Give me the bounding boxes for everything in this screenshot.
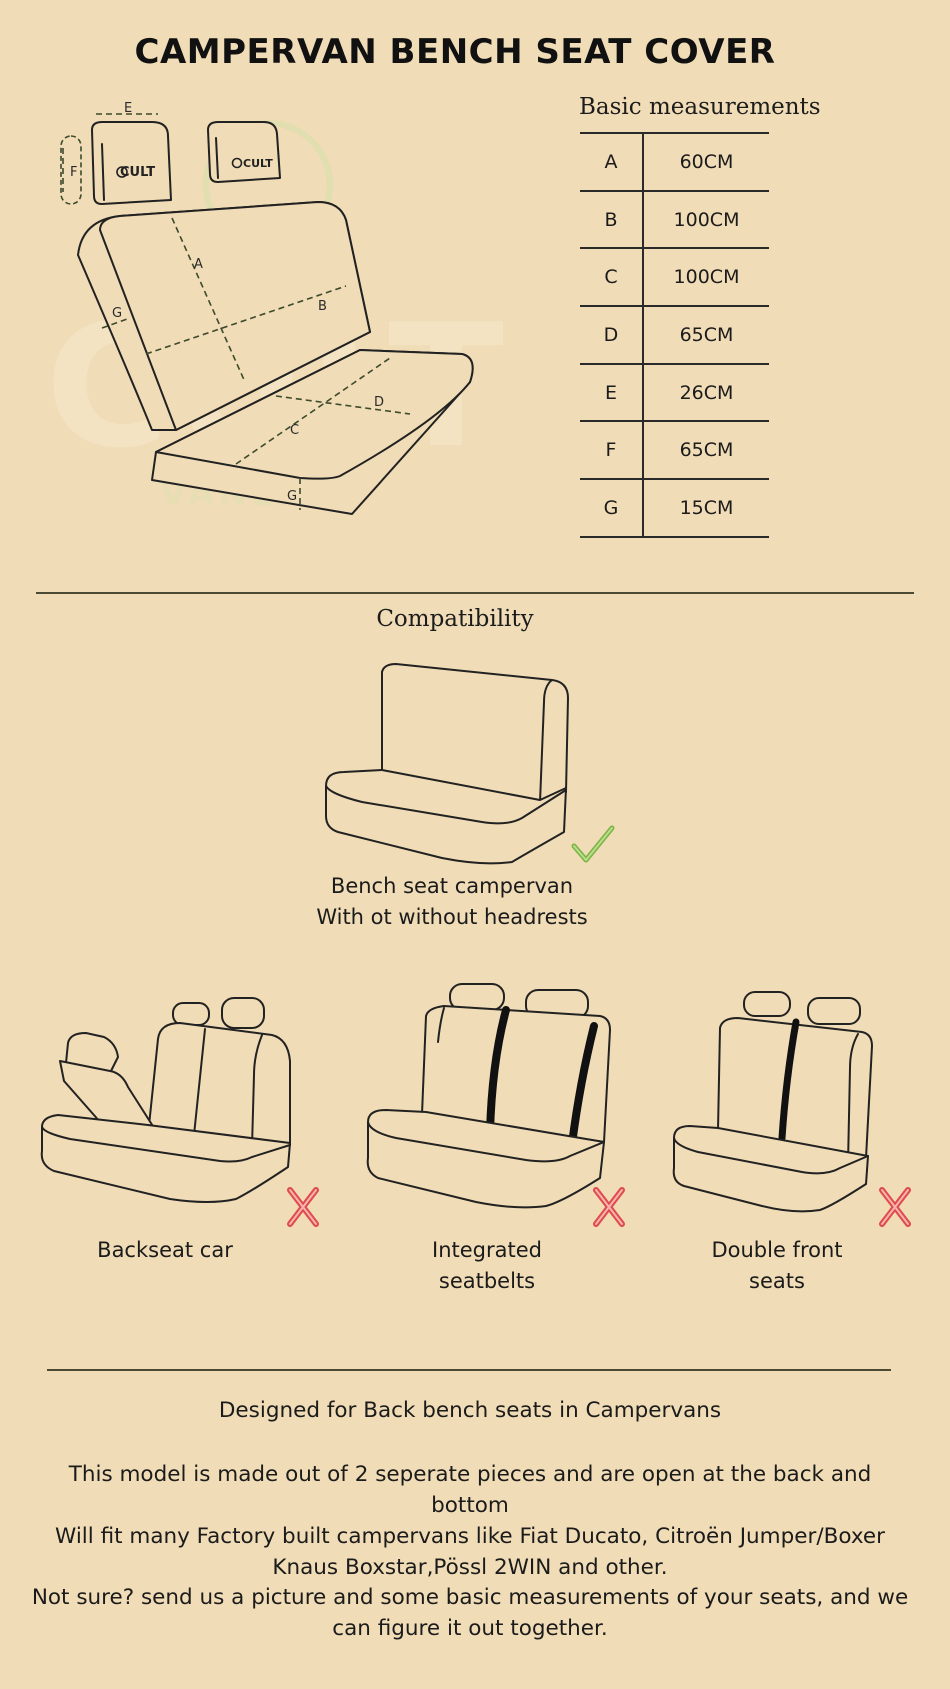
backseat-car-illustration: [40, 997, 291, 1203]
unsupported-label-front-seats: Double front seats: [662, 1235, 892, 1297]
unsupported-label-seatbelts: Integrated seatbelts: [372, 1235, 602, 1297]
measurement-key: B: [580, 190, 644, 250]
dim-label-f: F: [70, 165, 77, 180]
measurement-value: 65CM: [643, 421, 769, 481]
measurement-key: E: [580, 363, 644, 423]
measurement-value: 100CM: [643, 190, 769, 250]
description-headline: Designed for Back bench seats in Camperv…: [218, 1398, 722, 1423]
supported-seat-label: Bench seat campervan With ot without hea…: [252, 871, 652, 933]
description-line: This model is made out of 2 seperate pie…: [68, 1462, 872, 1518]
cross-icon: [593, 1187, 625, 1227]
unsupported-line-1: Backseat car: [97, 1238, 233, 1262]
unsupported-line-1: Integrated: [432, 1238, 542, 1262]
description-line: Not sure? send us a picture and some bas…: [31, 1585, 909, 1610]
seat-base-outline: [151, 349, 474, 515]
headrest-logo: CULT: [120, 165, 155, 180]
unsupported-line-2: seats: [749, 1269, 805, 1293]
dim-label-d: D: [374, 395, 384, 410]
description-paragraph: This model is made out of 2 seperate pie…: [30, 1459, 910, 1583]
page-title: CAMPERVAN BENCH SEAT COVER: [134, 32, 776, 72]
headrest-right: CULT: [207, 121, 281, 183]
backrest-outline: [77, 201, 371, 431]
check-icon: [571, 825, 615, 863]
measurement-value: 26CM: [643, 363, 769, 423]
headrest-left: CULT: [91, 121, 172, 205]
dim-label-e: E: [124, 101, 132, 116]
supported-line-2: With ot without headrests: [316, 905, 588, 929]
measurement-key: D: [580, 306, 644, 365]
dim-label-g-base: G: [287, 489, 297, 504]
section-divider: [47, 1369, 891, 1371]
measurement-value: 60CM: [643, 132, 769, 192]
description-line: Knaus Boxstar,Pössl 2WIN and other.: [272, 1555, 668, 1580]
measurement-key: G: [580, 479, 644, 538]
unsupported-line-2: seatbelts: [438, 1269, 536, 1293]
integrated-seatbelts-illustration: [366, 983, 611, 1209]
unsupported-line-1: Double front: [711, 1238, 843, 1262]
unsupported-label-backseat: Backseat car: [50, 1235, 280, 1266]
measurement-value: 65CM: [643, 306, 769, 365]
cross-icon: [287, 1187, 319, 1227]
dim-label-c: C: [290, 423, 299, 438]
dim-label-g-back: G: [112, 306, 122, 321]
measurement-key: F: [580, 421, 644, 481]
description-note: Not sure? send us a picture and some bas…: [30, 1582, 910, 1644]
svg-text:CULT: CULT: [243, 157, 273, 170]
cross-icon: [879, 1187, 911, 1227]
description-line: can figure it out together.: [332, 1616, 608, 1641]
compatibility-heading: Compatibility: [376, 606, 534, 632]
supported-line-1: Bench seat campervan: [330, 874, 574, 898]
measurements-heading: Basic measurements: [579, 94, 821, 120]
measurement-value: 100CM: [643, 248, 769, 308]
dim-label-a: A: [194, 257, 203, 272]
measurement-value: 15CM: [643, 479, 769, 538]
measurement-key: C: [580, 248, 644, 308]
double-front-seats-illustration: [672, 991, 873, 1213]
measurement-key: A: [580, 132, 644, 192]
dim-label-b: B: [318, 299, 327, 314]
section-divider: [36, 592, 914, 594]
seat-measurement-diagram: CULT VANLIFE CULT E F CULT A B G C D G: [45, 101, 504, 515]
description-line: Will fit many Factory built campervans l…: [55, 1524, 885, 1549]
bench-seat-illustration: [325, 663, 569, 865]
